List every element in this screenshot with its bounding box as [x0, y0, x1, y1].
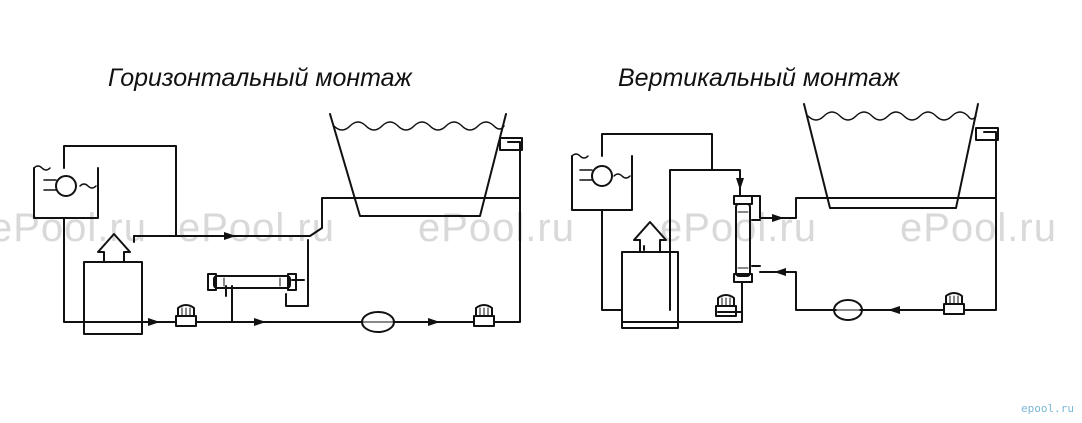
pipe-network	[601, 131, 997, 323]
title-horizontal-installation: Горизонтальный монтаж	[108, 64, 412, 92]
flow-arrows	[148, 232, 440, 326]
boiler-icon	[83, 233, 143, 335]
pump-icon	[175, 304, 197, 327]
watermark: ePool.ru	[418, 206, 575, 250]
expansion-tank-icon	[33, 165, 99, 219]
pump-icon	[473, 304, 495, 327]
corner-watermark: epool.ru	[1021, 402, 1074, 415]
vertical-scheme	[571, 103, 999, 329]
expansion-tank-icon	[571, 153, 633, 211]
title-vertical-installation: Вертикальный монтаж	[618, 64, 900, 92]
horizontal-scheme	[33, 113, 523, 335]
pool-icon	[329, 113, 523, 217]
flow-arrows	[736, 178, 900, 314]
pipe-network	[63, 141, 521, 323]
filter-icon	[361, 311, 395, 333]
pump-icon	[943, 292, 965, 315]
filter-icon	[833, 299, 863, 321]
boiler-icon	[621, 221, 679, 329]
pool-icon	[803, 103, 999, 209]
watermark: ePool.ru	[660, 206, 817, 250]
heat-exchanger-icon	[733, 195, 761, 283]
watermark: ePool.ru	[900, 206, 1057, 250]
pump-icon	[715, 294, 737, 317]
heat-exchanger-icon	[207, 273, 297, 291]
